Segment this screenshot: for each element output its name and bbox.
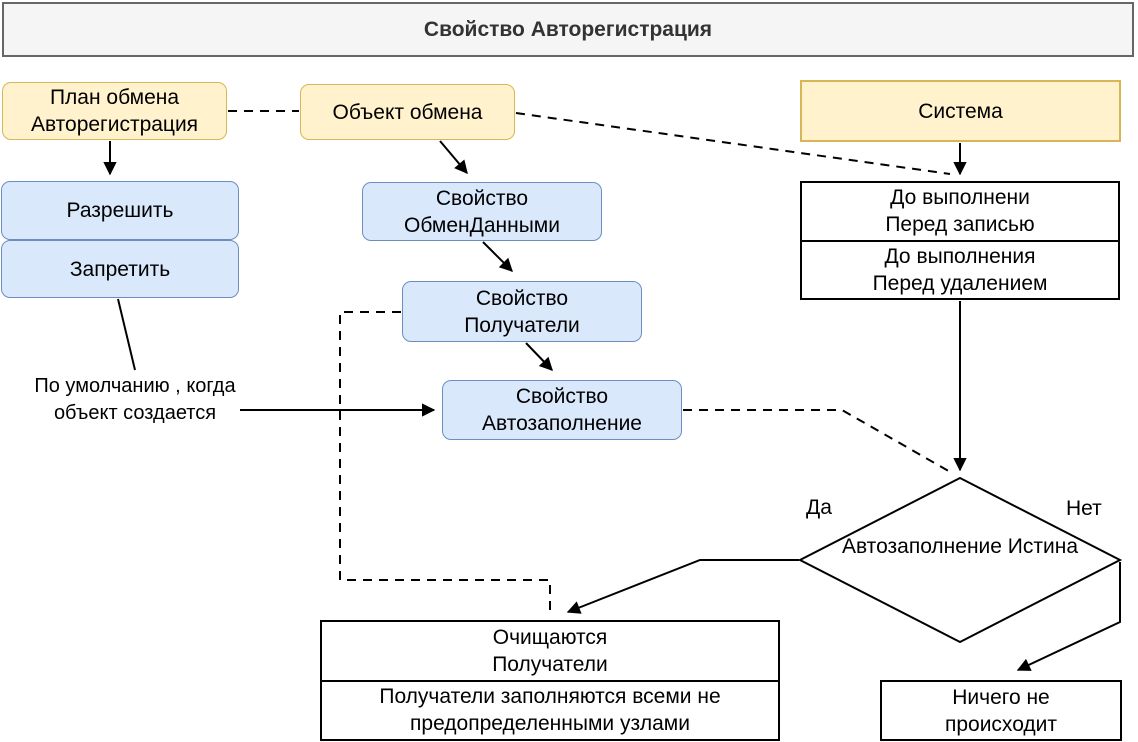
before-write-line1: До выполнени (890, 186, 1030, 210)
recipients-cleared-cell: Очищаются Получатели (322, 622, 778, 680)
before-delete-events-cell: До выполнения Перед удалением (802, 239, 1118, 299)
decision-line1: Автозаполнение (841, 535, 1002, 558)
nothing-happens-line2: происходит (944, 712, 1058, 736)
autofill-property-line1: Свойство (515, 385, 609, 408)
system-label: Система (918, 99, 1003, 123)
before-write-line2: Перед записью (885, 213, 1035, 237)
nothing-happens-line1: Ничего не (952, 685, 1050, 709)
nothing-happens-node: Ничего не происходит (880, 680, 1122, 741)
edge-decision-no-to-nothing (1016, 562, 1121, 671)
diagram-title: Свойство Авторегистрация (2, 2, 1134, 57)
edge-decision-yes-to-cleared (566, 559, 799, 614)
exchange-data-property-line1: Свойство (435, 186, 529, 210)
recipients-cleared-line2: Получатели (492, 652, 608, 676)
edge-deny-to-default-note (117, 298, 136, 371)
deny-node: Запретить (1, 240, 239, 298)
edge-recipients-to-cleared-dashed (339, 311, 551, 617)
yes-branch-label: Да (806, 496, 832, 519)
diagram-title-text: Свойство Авторегистрация (423, 17, 713, 41)
edge-autofill-to-decision-dashed (683, 409, 953, 474)
default-note-line1: По умолчанию , (34, 375, 181, 397)
recipients-cleared-line1: Очищаются (492, 625, 608, 649)
exchange-data-property-node: Свойство ОбменДанными (362, 182, 602, 241)
recipients-filled-line1: Получатели заполняются всеми не (379, 685, 721, 709)
allow-node: Разрешить (1, 181, 239, 240)
before-delete-line2: Перед удалением (872, 271, 1048, 295)
deny-label: Запретить (69, 257, 171, 281)
exchange-object-node: Объект обмена (300, 84, 515, 140)
exchange-plan-line1: План обмена (49, 86, 180, 109)
default-note-line2: когда объект создается (53, 375, 236, 424)
default-note: По умолчанию , когда объект создается (20, 373, 250, 427)
recipients-property-node: Свойство Получатели (402, 281, 642, 342)
system-node: Система (800, 80, 1121, 142)
edge-recipients-to-autofill (525, 342, 553, 371)
exchange-data-property-line2: ОбменДанными (404, 213, 560, 237)
before-delete-line1: До выполнения (884, 244, 1036, 268)
recipients-property-line2: Получатели (464, 313, 580, 337)
autofill-property-line2: Автозаполнение (482, 412, 642, 435)
recipients-filled-line2: предопределенными узлами (410, 712, 690, 736)
no-branch-label: Нет (1066, 497, 1102, 520)
recipients-property-line1: Свойство (475, 286, 569, 310)
exchange-object-label: Объект обмена (332, 100, 483, 124)
allow-label: Разрешить (66, 199, 174, 222)
recipients-result-node: Очищаются Получатели Получатели заполняю… (320, 620, 780, 741)
before-write-events-cell: До выполнени Перед записью (802, 183, 1118, 240)
exchange-plan-node: План обмена Авторегистрация (2, 82, 227, 140)
edge-exchange-object-to-exchange-data (439, 140, 468, 175)
autofill-property-node: Свойство Автозаполнение (442, 380, 682, 440)
decision-diamond-label: Автозаполнение Истина (840, 533, 1080, 561)
exchange-plan-line2: Авторегистрация (30, 113, 199, 136)
system-events-node: До выполнени Перед записью До выполнения… (800, 181, 1120, 300)
recipients-filled-cell: Получатели заполняются всеми не предопре… (322, 679, 778, 740)
edge-exchange-data-to-recipients (482, 241, 513, 272)
decision-line2: Истина (1007, 535, 1079, 558)
